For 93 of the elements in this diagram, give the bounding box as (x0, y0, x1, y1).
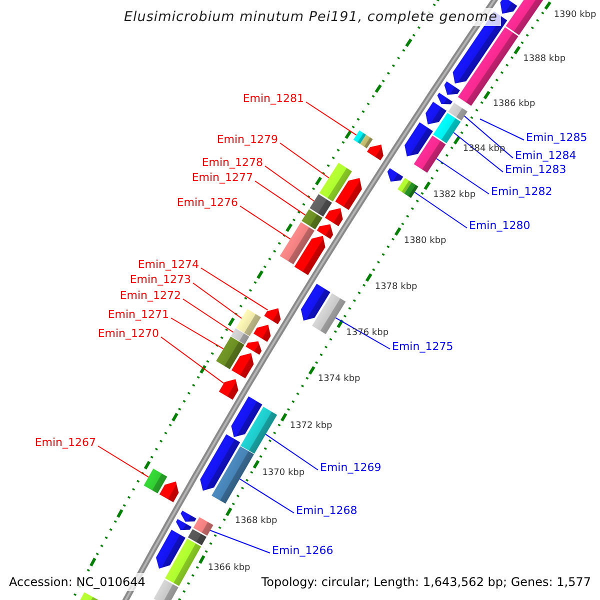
leader-line (306, 102, 357, 136)
scale-label: 1386 kbp (492, 99, 536, 110)
gene-box (280, 222, 314, 264)
leader-line (335, 317, 390, 350)
gene-box (216, 336, 244, 370)
gene-pentagon (159, 482, 179, 502)
gene-box (433, 112, 461, 144)
gene-label: Emin_1272 (120, 289, 181, 303)
gene-label: Emin_1274 (138, 258, 199, 272)
gene-pentagon (180, 510, 196, 522)
gene-pentagon (437, 92, 452, 104)
gene-box (404, 182, 418, 198)
gene-box (398, 178, 412, 194)
gene-pentagon (387, 168, 404, 182)
gene-box (448, 102, 468, 121)
gene-box (353, 130, 366, 144)
gene-pentagon (254, 324, 271, 342)
gene-label: Emin_1279 (216, 133, 278, 147)
gene-box (230, 328, 250, 344)
gene-pentagon (294, 236, 326, 276)
gene-pentagon (500, 0, 518, 14)
scale-label: 1378 kbp (374, 282, 418, 293)
scale-label: 1374 kbp (316, 374, 362, 386)
gene-pentagon (200, 434, 240, 491)
gene-pentagon (300, 284, 330, 321)
gene-label: Emin_1285 (526, 131, 588, 145)
leader-line (280, 142, 330, 178)
gene-box (188, 529, 206, 546)
gene-label: Emin_1284 (515, 149, 576, 163)
gene-label: Emin_1268 (296, 504, 358, 518)
leader-line (264, 166, 315, 202)
gene-pentagon (218, 379, 238, 400)
gene-box (144, 468, 168, 494)
gene-label: Emin_1275 (392, 340, 454, 354)
gene-label: Emin_1283 (505, 163, 566, 177)
gene-pentagon (426, 102, 446, 124)
gene-label: Emin_1266 (272, 544, 334, 558)
scale-label: 1388 kbp (522, 54, 567, 66)
gene-label: Emin_1267 (34, 436, 96, 450)
gene-box (360, 134, 373, 148)
leader-line (265, 434, 318, 470)
scale-label: 1370 kbp (261, 468, 306, 480)
gene-pentagon (246, 341, 262, 355)
leader-line (480, 118, 524, 140)
gene-label: Emin_1281 (242, 92, 304, 106)
leader-line (239, 478, 294, 514)
gene-pentagon (367, 144, 384, 160)
leader-line (182, 298, 234, 333)
leader-line (170, 318, 224, 350)
leader-line (210, 530, 270, 554)
scale-label: 1382 kbp (432, 190, 477, 201)
scale-label: 1372 kbp (288, 421, 334, 432)
gene-box (154, 580, 178, 600)
gene-label: Emin_1278 (202, 156, 263, 170)
gene-pentagon (264, 308, 281, 324)
leader-line (160, 336, 224, 384)
gene-box (165, 538, 202, 586)
scale-label: 1380 kbp (402, 236, 448, 246)
leader-line (192, 282, 242, 319)
leader-line (414, 192, 468, 228)
gene-pentagon (335, 178, 362, 210)
leader-line (436, 158, 490, 194)
gene-box (319, 162, 352, 202)
gene-pentagon (231, 396, 262, 438)
leader-line (98, 446, 150, 478)
gene-box (414, 136, 446, 173)
scale-label: 1390 kbp (552, 10, 598, 21)
gene-pentagon (404, 122, 433, 156)
gene-label: Emin_1276 (176, 196, 238, 210)
gene-label: Emin_1269 (320, 461, 382, 475)
gene-label: Emin_1282 (491, 185, 552, 199)
leader-line (254, 180, 306, 216)
scale-label: 1368 kbp (234, 516, 278, 527)
gene-label: Emin_1270 (98, 327, 159, 341)
gene-pentagon (316, 224, 334, 239)
gene-label: Emin_1280 (469, 219, 530, 233)
scale-label: 1366 kbp (206, 563, 252, 574)
gene-box (312, 293, 346, 334)
gene-box (212, 446, 254, 504)
gene-pentagon (444, 81, 460, 95)
gene-label: Emin_1273 (130, 273, 191, 287)
gene-pentagon (232, 353, 254, 378)
gene-pentagon (324, 208, 343, 226)
gene-pentagon (176, 519, 192, 530)
gene-box (310, 194, 332, 217)
gene-box (302, 209, 322, 230)
gene-box (458, 27, 518, 106)
leader-line (200, 268, 268, 311)
leader-line (240, 206, 291, 240)
gene-label: Emin_1277 (192, 171, 253, 185)
gene-box (240, 406, 278, 454)
gene-label: Emin_1271 (108, 308, 169, 322)
gene-pentagon (156, 530, 186, 569)
